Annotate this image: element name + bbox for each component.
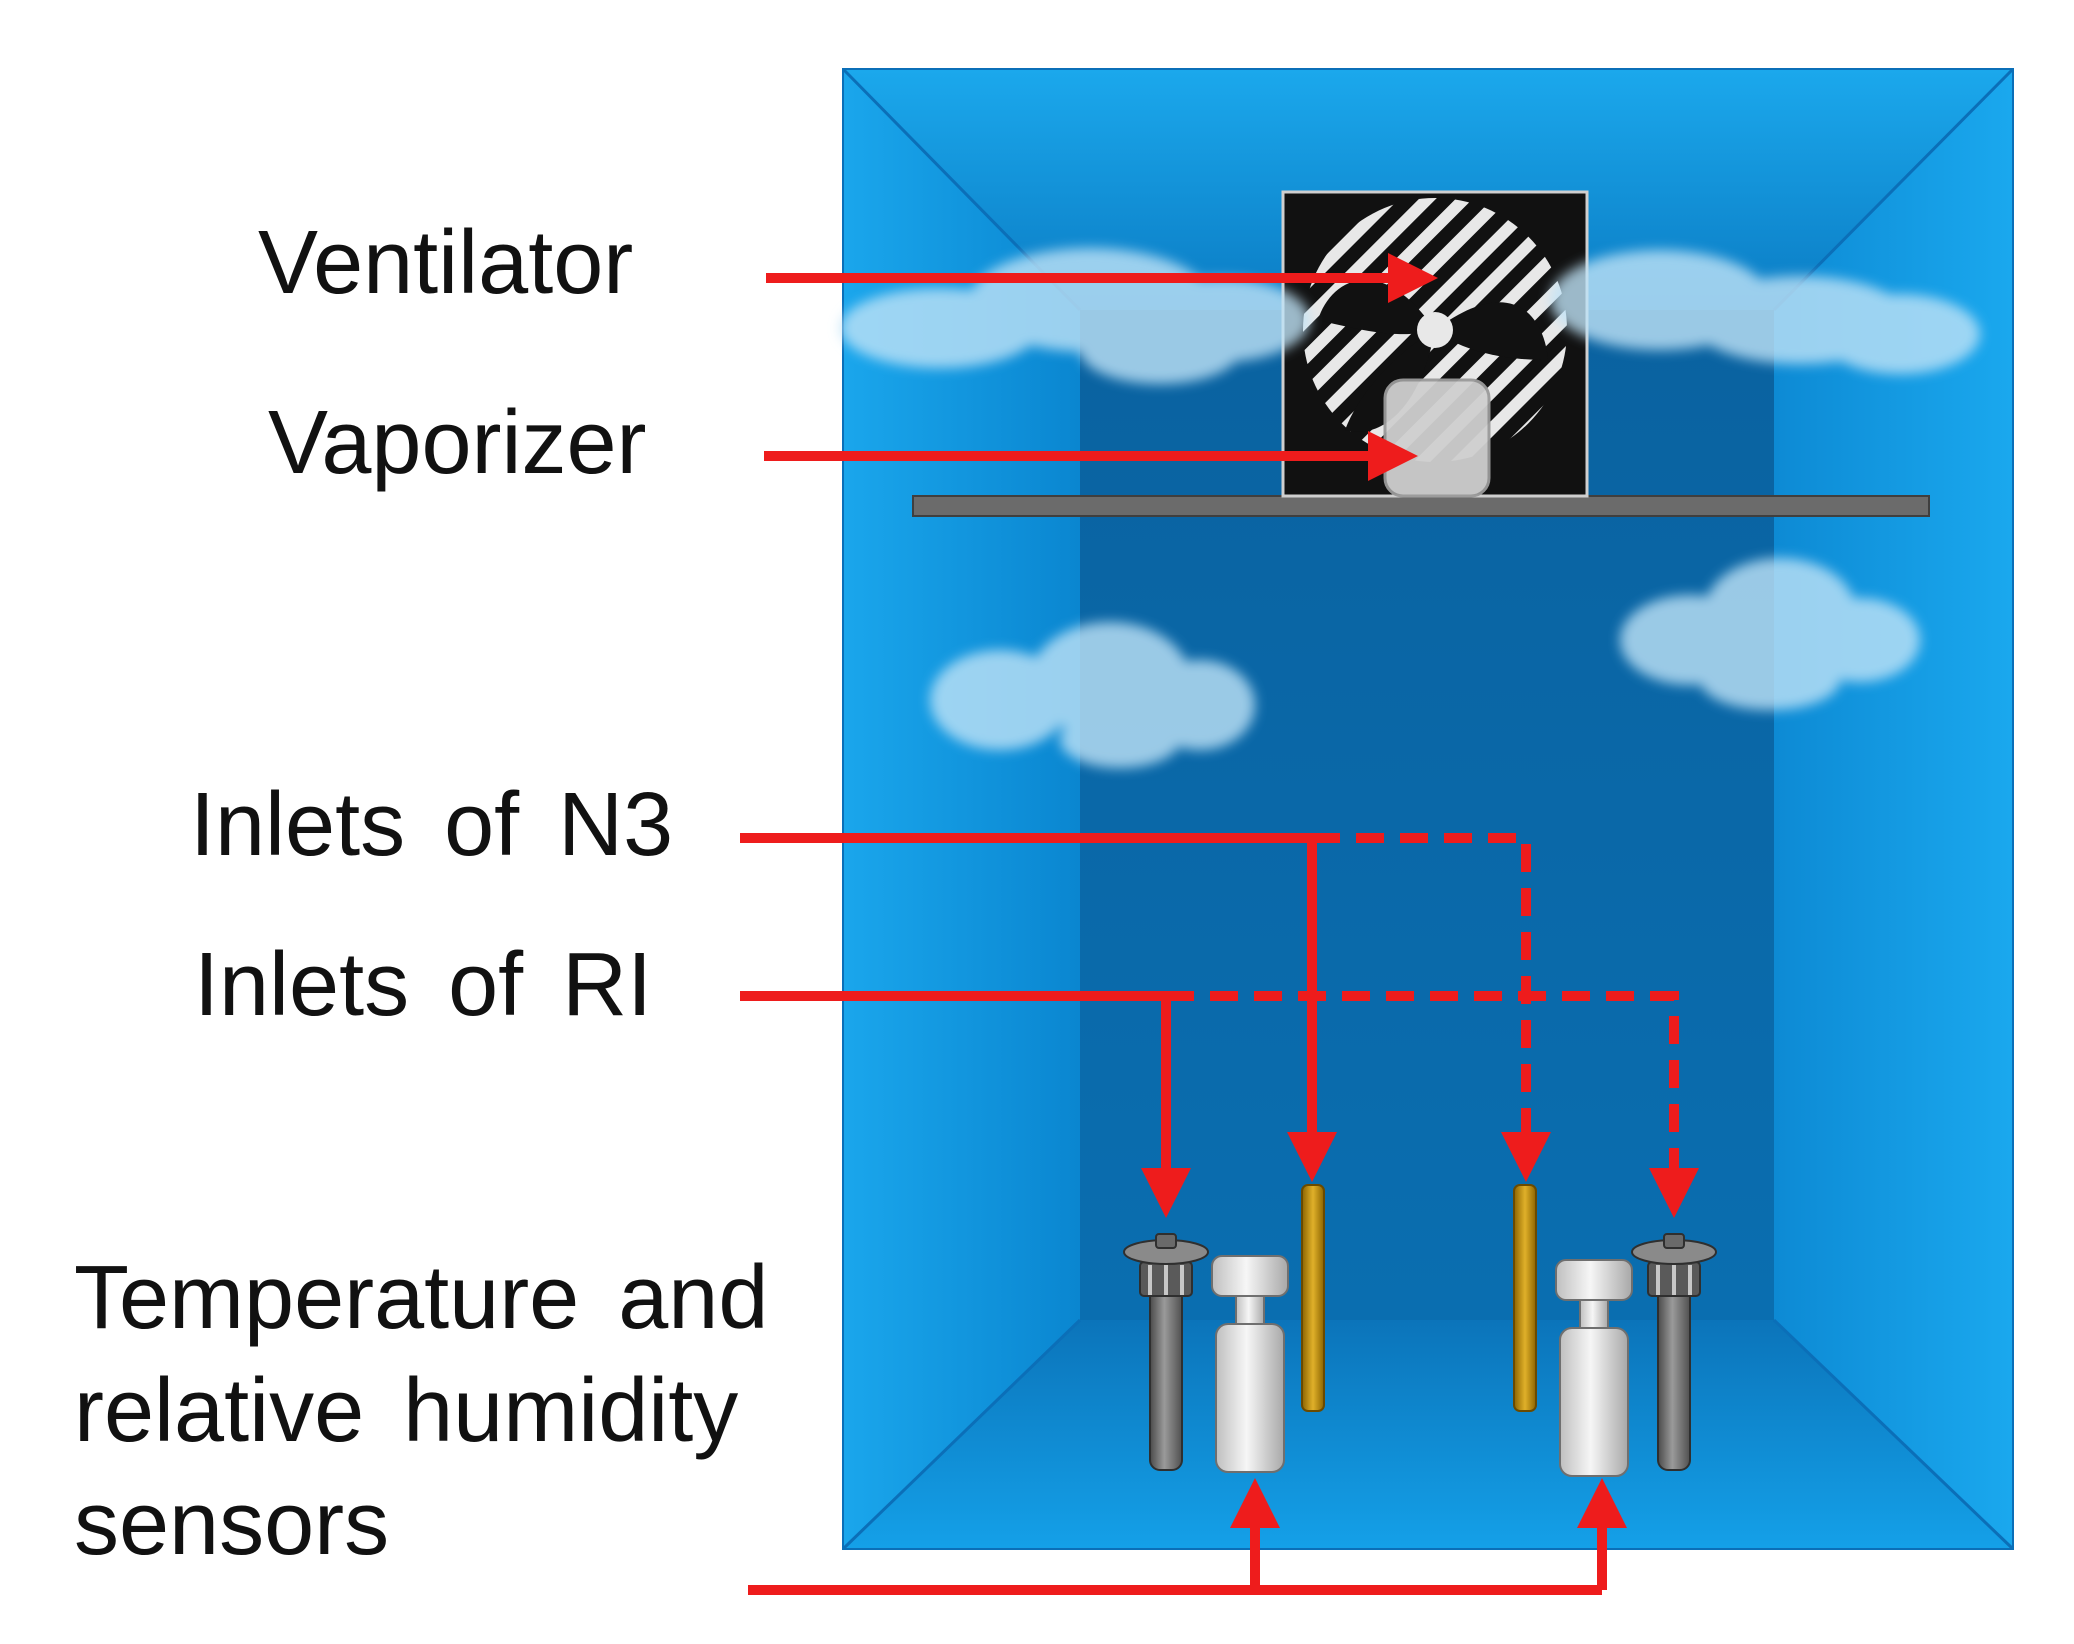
cloud-icon: [1620, 558, 1920, 710]
thermo-hygrometer-icon: [1211, 1255, 1289, 1473]
chamber-floor: [844, 1320, 2012, 1548]
tube-inlet-icon: [1301, 1184, 1325, 1412]
n3-arrow-dashed: [1312, 833, 1551, 1182]
sensors-label-line-1: Temperature and: [74, 1248, 769, 1348]
chamber-ceiling: [844, 70, 2012, 310]
cloud-icon: [930, 622, 1255, 768]
inlets-n3-label: Inlets of N3: [190, 775, 674, 875]
thermo-hygrometer-icon: [1555, 1259, 1633, 1477]
vaporizer-label: Vaporizer: [268, 393, 647, 493]
ri-inlet-icon: [1631, 1233, 1717, 1471]
ri-arrow-dashed: [1166, 991, 1699, 1218]
sensors-label-line-3: sensors: [74, 1474, 390, 1574]
callout-arrows: [740, 253, 1699, 1595]
cloud-icon: [1550, 250, 1980, 374]
shelf: [912, 495, 1930, 517]
vaporizer-icon: [1383, 378, 1491, 498]
inlets-ri-label: Inlets of RI: [194, 935, 653, 1035]
sensors-label: Temperature and relative humidity sensor…: [74, 1242, 854, 1581]
chamber-left-wall: [844, 70, 1080, 1548]
tube-inlet-icon: [1513, 1184, 1537, 1412]
ri-inlet-icon: [1123, 1233, 1209, 1471]
ventilator-label: Ventilator: [258, 213, 634, 313]
sensors-label-line-2: relative humidity: [74, 1361, 739, 1461]
chamber-right-wall: [1774, 70, 2012, 1548]
